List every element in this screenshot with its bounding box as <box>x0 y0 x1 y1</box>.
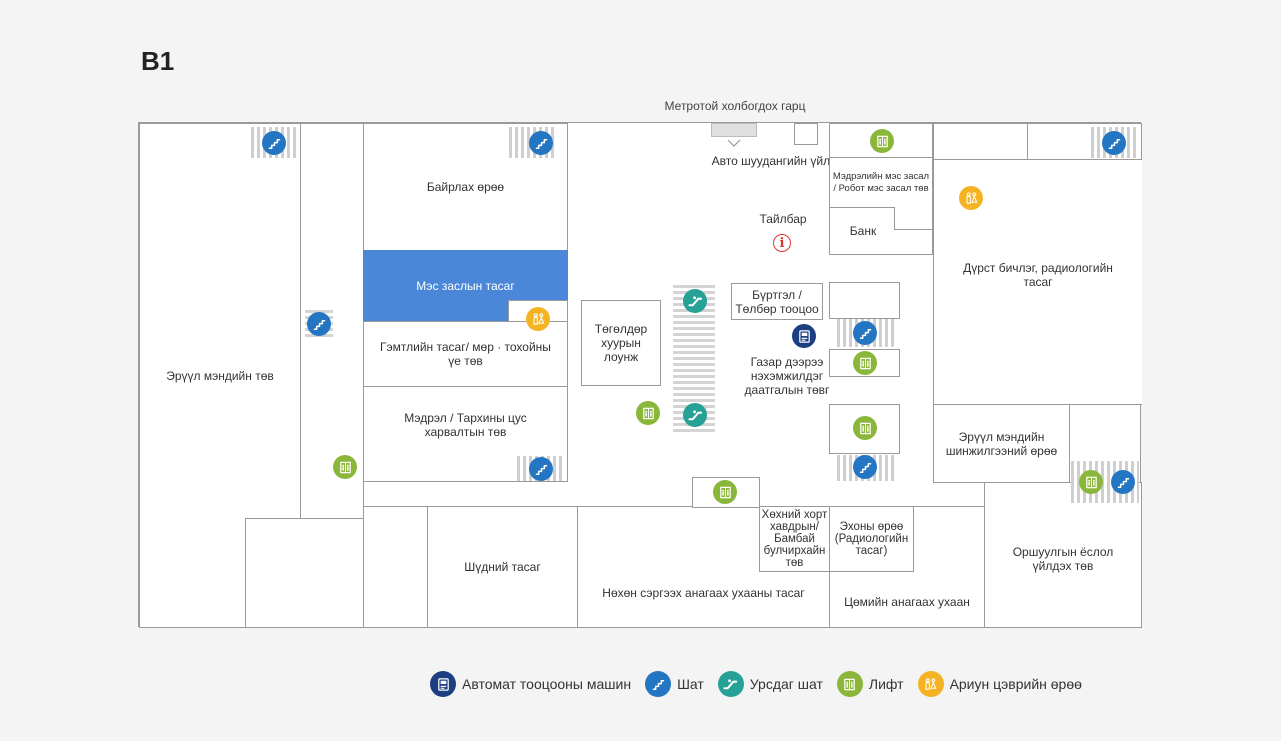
info-icon[interactable]: i <box>773 234 791 252</box>
legend-label: Ариун цэврийн өрөө <box>949 676 1082 692</box>
chevron-down-icon <box>727 139 741 147</box>
legend-label: Автомат тооцооны машин <box>462 676 632 692</box>
map-legend: Автомат тооцооны машин Шат Урсдаг шат Ли… <box>430 670 1096 698</box>
legend-item-elevator: Лифт <box>836 671 904 697</box>
legend-item-kiosk: Автомат тооцооны машин <box>430 671 631 697</box>
room-center-upper <box>829 282 900 319</box>
metro-exit-label: Метротой холбогдох гарц <box>664 99 806 113</box>
stairs-icon[interactable] <box>262 131 286 155</box>
stairs-icon[interactable] <box>529 457 553 481</box>
room-dental[interactable]: Шүдний тасаг <box>427 506 578 628</box>
room-imaging-notch <box>933 123 1027 275</box>
room-radiation[interactable]: Оршуулгын ёслол үйлдэх төв <box>984 482 1142 628</box>
elevator-icon[interactable] <box>636 401 660 425</box>
room-kiosk-top <box>711 123 757 137</box>
room-left-health-center[interactable]: Эрүүл мэндийн төв <box>139 123 301 628</box>
label-underground: Газар дээрээ нэхэмжилдэг даатгалын төвг <box>744 355 830 397</box>
restroom-icon[interactable] <box>959 186 983 210</box>
room-neurosurgery[interactable]: Мэдрэлийн мэс засал / Робот мэс засал тө… <box>829 157 933 208</box>
elevator-icon[interactable] <box>853 416 877 440</box>
room-registration[interactable]: Бүртгэл / Төлбөр тооцоо <box>731 283 823 320</box>
legend-item-restroom: Ариун цэврийн өрөө <box>917 671 1082 697</box>
room-bottom-small <box>363 506 428 628</box>
escalator-icon[interactable] <box>683 403 707 427</box>
room-northeast-divider <box>991 123 1028 162</box>
room-southwest <box>245 518 365 628</box>
legend-item-stairs: Шат <box>645 671 704 697</box>
kiosk-icon <box>430 671 456 697</box>
elevator-icon <box>836 671 863 697</box>
room-checkup[interactable]: Эрүүл мэндийн шинжилгээний өрөө <box>933 404 1070 483</box>
stairs-icon[interactable] <box>853 321 877 345</box>
restroom-icon <box>917 671 944 697</box>
restroom-icon[interactable] <box>526 307 550 331</box>
legend-item-escalator: Урсдаг шат <box>717 671 823 697</box>
stairs-icon <box>645 671 672 697</box>
legend-label: Лифт <box>868 676 904 692</box>
stairs-icon[interactable] <box>529 131 553 155</box>
room-radio-echo[interactable]: Эхоны өрөө (Радиологийн тасаг) <box>829 506 914 572</box>
room-small-top <box>794 123 818 145</box>
elevator-icon[interactable] <box>853 351 877 375</box>
stairs-icon[interactable] <box>307 312 331 336</box>
label-parking-service: Авто шуудангийн үйлчилгээ <box>711 154 867 168</box>
room-piano-lounge[interactable]: Төгөлдөр хуурын лоунж <box>581 300 661 386</box>
elevator-icon[interactable] <box>1079 470 1103 494</box>
stairs-icon[interactable] <box>1102 131 1126 155</box>
legend-label: Шат <box>677 676 704 692</box>
kiosk-icon[interactable] <box>792 324 816 348</box>
stairs-icon[interactable] <box>1111 470 1135 494</box>
floor-title: B1 <box>141 46 175 76</box>
label-info: Тайлбар <box>759 212 807 226</box>
room-bank-notch <box>894 207 934 230</box>
elevator-icon[interactable] <box>713 480 737 504</box>
stairs-icon[interactable] <box>853 455 877 479</box>
escalator-icon <box>717 671 744 697</box>
room-bank[interactable]: Банк <box>829 207 933 255</box>
escalator-icon[interactable] <box>683 289 707 313</box>
floor-map: Эрүүл мэндийн төв Байрлах өрөө Мэс заслы… <box>138 122 1142 628</box>
elevator-icon[interactable] <box>870 129 894 153</box>
legend-label: Урсдаг шат <box>749 676 823 692</box>
elevator-icon[interactable] <box>333 455 357 479</box>
room-oncology[interactable]: Хөхний хорт хавдрын/ Бамбай булчирхайн т… <box>759 506 830 572</box>
